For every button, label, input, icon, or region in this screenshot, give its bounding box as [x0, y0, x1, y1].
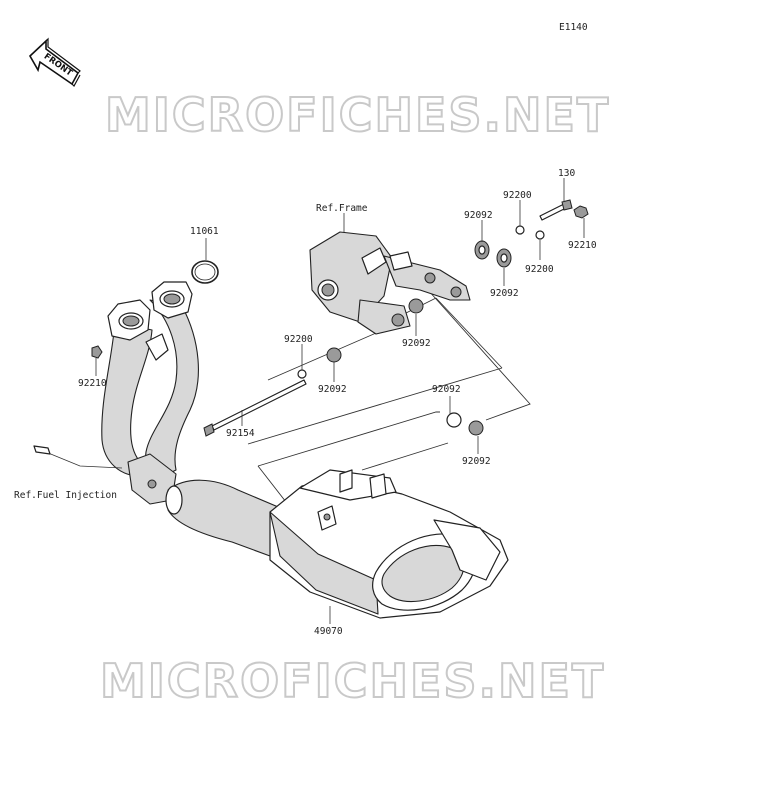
- label-ref-frame: Ref.Frame: [316, 203, 368, 214]
- damper-92092-left: [326, 347, 342, 363]
- washer-92200-top: [515, 225, 525, 235]
- label-92200-top: 92200: [503, 190, 532, 201]
- watermark-bottom: MICROFICHES.NET: [100, 654, 605, 708]
- damper-92092-top-mid: [496, 248, 512, 268]
- label-130: 130: [558, 168, 575, 179]
- watermark-top: MICROFICHES.NET: [105, 88, 610, 142]
- nut-92210-right: [573, 205, 589, 219]
- damper-92092-lower-b: [468, 420, 484, 436]
- damper-92092-frame: [408, 298, 424, 314]
- label-49070: 49070: [314, 626, 343, 637]
- label-92210-left: 92210: [78, 378, 107, 389]
- label-ref-fuel-injection: Ref.Fuel Injection: [14, 490, 117, 501]
- bolt-92154: [203, 379, 307, 437]
- label-92154: 92154: [226, 428, 255, 439]
- nut-92210-left: [91, 345, 103, 359]
- label-92092-left: 92092: [318, 384, 347, 395]
- bolt-130: [539, 199, 573, 221]
- washer-92200-left: [297, 369, 307, 379]
- label-92200-left: 92200: [284, 334, 313, 345]
- label-92092-lower-a: 92092: [432, 384, 461, 395]
- label-92210-right: 92210: [568, 240, 597, 251]
- label-92092-frame: 92092: [402, 338, 431, 349]
- leader-lines: [95, 178, 585, 624]
- gasket-11061: [191, 260, 219, 284]
- diagram-code: E1140: [559, 22, 588, 33]
- damper-92092-top-left: [474, 240, 490, 260]
- label-92092-top-mid: 92092: [490, 288, 519, 299]
- damper-92092-lower-a: [446, 412, 462, 428]
- muffler-49070: [165, 469, 509, 619]
- frame-bracket: [309, 231, 471, 335]
- front-arrow-icon: FRONT: [28, 37, 81, 87]
- label-92200-right: 92200: [525, 264, 554, 275]
- exhaust-header-pipes: [33, 281, 199, 505]
- label-11061: 11061: [190, 226, 219, 237]
- label-92092-top-left: 92092: [464, 210, 493, 221]
- label-92092-lower-b: 92092: [462, 456, 491, 467]
- washer-92200-right: [535, 230, 545, 240]
